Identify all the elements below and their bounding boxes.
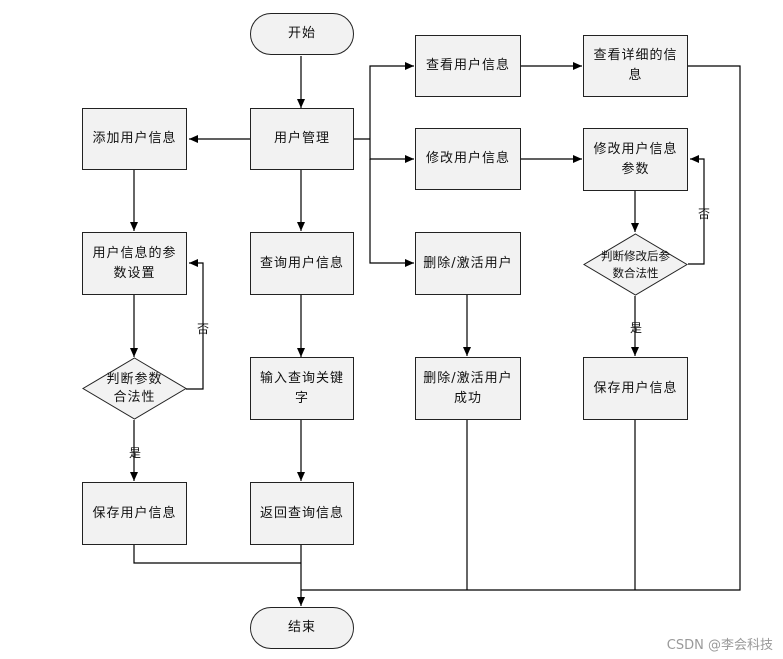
param-setting-box: 用户信息的参数设置 [82,232,187,295]
watermark-text: CSDN @李会科技 [666,638,773,653]
modify-params-box: 修改用户信息参数 [583,128,688,191]
query-user-box: 查询用户信息 [250,232,354,295]
user-management-box: 用户管理 [250,108,354,170]
save-user-right-box: 保存用户信息 [583,357,688,420]
check-legal-label: 判断参数合法性 [106,371,163,405]
add-user-box: 添加用户信息 [82,108,187,170]
save-user-left-box: 保存用户信息 [82,482,187,545]
start-node: 开始 [250,13,354,55]
modify-user-box: 修改用户信息 [415,128,521,190]
check-modified-diamond: 判断修改后参数合法性 [583,233,688,296]
no-label-right: 否 [698,207,711,221]
no-label-left: 否 [197,322,210,336]
check-modified-label: 判断修改后参数合法性 [601,248,670,280]
check-legal-diamond: 判断参数合法性 [82,357,187,420]
yes-label-right: 是 [630,321,643,335]
return-query-box: 返回查询信息 [250,482,354,545]
view-user-box: 查看用户信息 [415,35,521,97]
yes-label-left: 是 [129,446,142,460]
input-keyword-box: 输入查询关键字 [250,357,354,420]
view-detail-box: 查看详细的信息 [583,35,688,97]
delete-activate-box: 删除/激活用户 [415,232,521,295]
end-node: 结束 [250,607,354,649]
delete-success-box: 删除/激活用户成功 [415,357,521,420]
